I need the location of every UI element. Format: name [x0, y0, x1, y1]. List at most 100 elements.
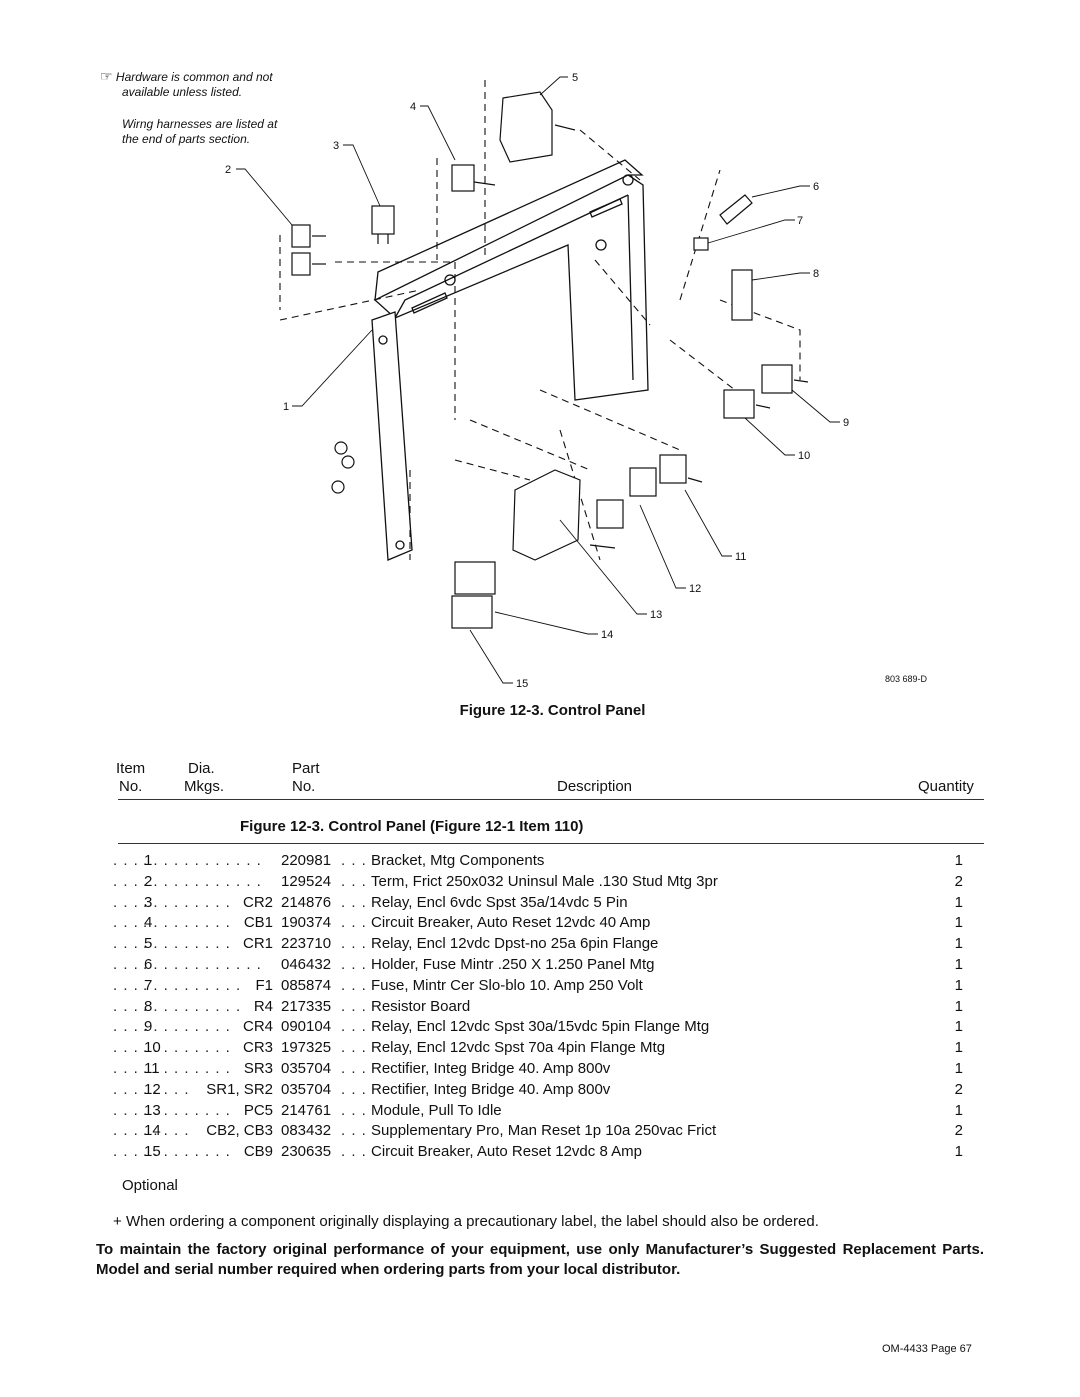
row-quantity: 1: [954, 893, 963, 911]
callout-1: 1: [283, 401, 289, 413]
leader-dots: . . . . . . . . . . . . . . . . . . . .: [143, 914, 232, 932]
callout-13: 13: [650, 609, 662, 621]
table-row: . . . . . . . . . . . . . . . . . . . ..…: [113, 997, 963, 1018]
table-row: . . . . . . . . . . . . . . . . . . . ..…: [113, 976, 963, 997]
row-description: Rectifier, Integ Bridge 40. Amp 800v: [371, 1060, 611, 1077]
row-quantity: 1: [954, 935, 963, 953]
row-description: Relay, Encl 12vdc Spst 70a 4pin Flange M…: [371, 1039, 666, 1057]
row-part-no: 220981: [281, 852, 332, 869]
row-item-no: . . . 13: [113, 1101, 161, 1119]
leader-dots: . . . . . . . . . . . . . . . . . . . .: [143, 1122, 194, 1140]
row-quantity: 2: [954, 1080, 963, 1098]
leader-dots: . . . .: [341, 1018, 367, 1036]
row-item-no: . . . 7: [113, 976, 153, 994]
row-part-no: 035704: [281, 1060, 332, 1077]
callout-5: 5: [572, 72, 578, 84]
leader-dots: . . . . . . . . . . . . . . . . . . . .: [143, 1101, 232, 1119]
row-item-no: . . . 1: [113, 852, 153, 869]
row-part-no: 046432: [281, 956, 332, 973]
row-item-no: . . . 15: [113, 1143, 161, 1161]
factory-parts-note: To maintain the factory original perform…: [96, 1241, 984, 1278]
row-dia-mark: CR4: [242, 1018, 273, 1036]
pointing-hand-icon: ☞: [100, 68, 113, 84]
leader-dots: . . . .: [341, 1143, 367, 1161]
leader-dots: . . . . . . . . . . . . . . . . . . . .: [143, 956, 261, 973]
row-item-no: . . . 8: [113, 997, 153, 1015]
row-part-no: 214761: [281, 1101, 332, 1119]
row-dia-mark: SR3: [243, 1060, 273, 1077]
row-part-no: 129524: [281, 872, 332, 890]
row-part-no: 197325: [281, 1039, 332, 1057]
table-row: . . . . . . . . . . . . . . . . . . . ..…: [113, 1121, 963, 1142]
table-row: . . . . . . . . . . . . . . . . . . . ..…: [113, 1080, 963, 1101]
row-quantity: 1: [954, 1039, 963, 1057]
row-dia-mark: SR1, SR2: [206, 1080, 273, 1098]
row-description: Rectifier, Integ Bridge 40. Amp 800v: [371, 1080, 611, 1098]
callout-14: 14: [601, 629, 613, 641]
row-description: Relay, Encl 12vdc Dpst-no 25a 6pin Flang…: [371, 935, 659, 953]
row-quantity: 1: [954, 976, 963, 994]
wiring-note: Wirng harnesses are listed at the end of…: [122, 117, 278, 146]
callout-15: 15: [516, 678, 528, 690]
row-part-no: 085874: [281, 976, 332, 994]
leader-dots: . . . .: [341, 914, 367, 932]
optional-label: Optional: [122, 1177, 178, 1194]
row-dia-mark: CR2: [242, 893, 273, 911]
row-dia-mark: CR1: [242, 935, 273, 953]
row-dia-mark: CR3: [242, 1039, 273, 1057]
leader-dots: . . . .: [341, 1122, 367, 1140]
row-item-no: . . . 3: [113, 893, 153, 911]
table-section-title: Figure 12-3. Control Panel (Figure 12-1 …: [240, 818, 584, 835]
row-dia-mark: R4: [253, 997, 273, 1015]
leader-dots: . . . . . . . . . . . . . . . . . . . .: [143, 1018, 231, 1036]
row-description: Module, Pull To Idle: [371, 1101, 502, 1119]
row-quantity: 2: [954, 1122, 963, 1140]
table-row: . . . . . . . . . . . . . . . . . . . ..…: [113, 851, 963, 872]
row-description: Holder, Fuse Mintr .250 X 1.250 Panel Mt…: [371, 956, 655, 973]
row-part-no: 090104: [281, 1018, 332, 1036]
row-part-no: 083432: [281, 1122, 332, 1140]
callout-8: 8: [813, 268, 819, 280]
row-item-no: . . . 12: [113, 1080, 161, 1098]
row-part-no: 035704: [281, 1080, 332, 1098]
row-quantity: 1: [954, 1060, 963, 1077]
row-part-no: 230635: [281, 1143, 332, 1161]
header-rule: [118, 799, 984, 800]
row-quantity: 2: [954, 872, 963, 890]
control-panel-exploded-drawing: 1 2 3 4 5 6 7 8 9 10 11 12 13 14 15 803 …: [225, 72, 928, 690]
leader-dots: . . . .: [341, 852, 367, 869]
row-part-no: 190374: [281, 914, 332, 932]
row-item-no: . . . 2: [113, 872, 153, 890]
header-description: Description: [557, 778, 633, 795]
leader-dots: . . . . . . . . . . . . . . . . . . . .: [143, 852, 261, 869]
header-quantity: Quantity: [918, 778, 974, 795]
table-row: . . . . . . . . . . . . . . . . . . . ..…: [113, 1101, 963, 1122]
row-description: Term, Frict 250x032 Uninsul Male .130 St…: [371, 872, 718, 890]
row-item-no: . . . 14: [113, 1122, 161, 1140]
leader-dots: . . . . . . . . . . . . . . . . . . . .: [143, 935, 231, 953]
leader-dots: . . . .: [341, 1080, 367, 1098]
row-quantity: 1: [954, 1101, 963, 1119]
leader-dots: . . . .: [341, 976, 367, 994]
row-item-no: . . . 5: [113, 935, 153, 953]
callout-9: 9: [843, 417, 849, 429]
page-footer: OM-4433 Page 67: [882, 1343, 972, 1355]
row-part-no: 214876: [281, 893, 332, 911]
leader-dots: . . . .: [341, 997, 367, 1015]
table-row: . . . . . . . . . . . . . . . . . . . ..…: [113, 893, 963, 914]
row-description: Circuit Breaker, Auto Reset 12vdc 8 Amp: [371, 1143, 642, 1161]
header-dia: Dia.Mkgs.: [184, 760, 225, 795]
callout-12: 12: [689, 583, 701, 595]
row-dia-mark: CB1: [243, 914, 273, 932]
row-dia-mark: PC5: [243, 1101, 273, 1119]
drawing-number: 803 689-D: [885, 674, 928, 684]
row-description: Bracket, Mtg Components: [371, 852, 545, 869]
leader-dots: . . . . . . . . . . . . . . . . . . . .: [143, 1143, 232, 1161]
leader-dots: . . . . . . . . . . . . . . . . . . . .: [143, 1060, 232, 1077]
row-dia-mark: F1: [255, 976, 273, 994]
row-part-no: 217335: [281, 997, 332, 1015]
table-row: . . . . . . . . . . . . . . . . . . . ..…: [113, 1142, 963, 1163]
row-item-no: . . . 10: [113, 1039, 161, 1057]
